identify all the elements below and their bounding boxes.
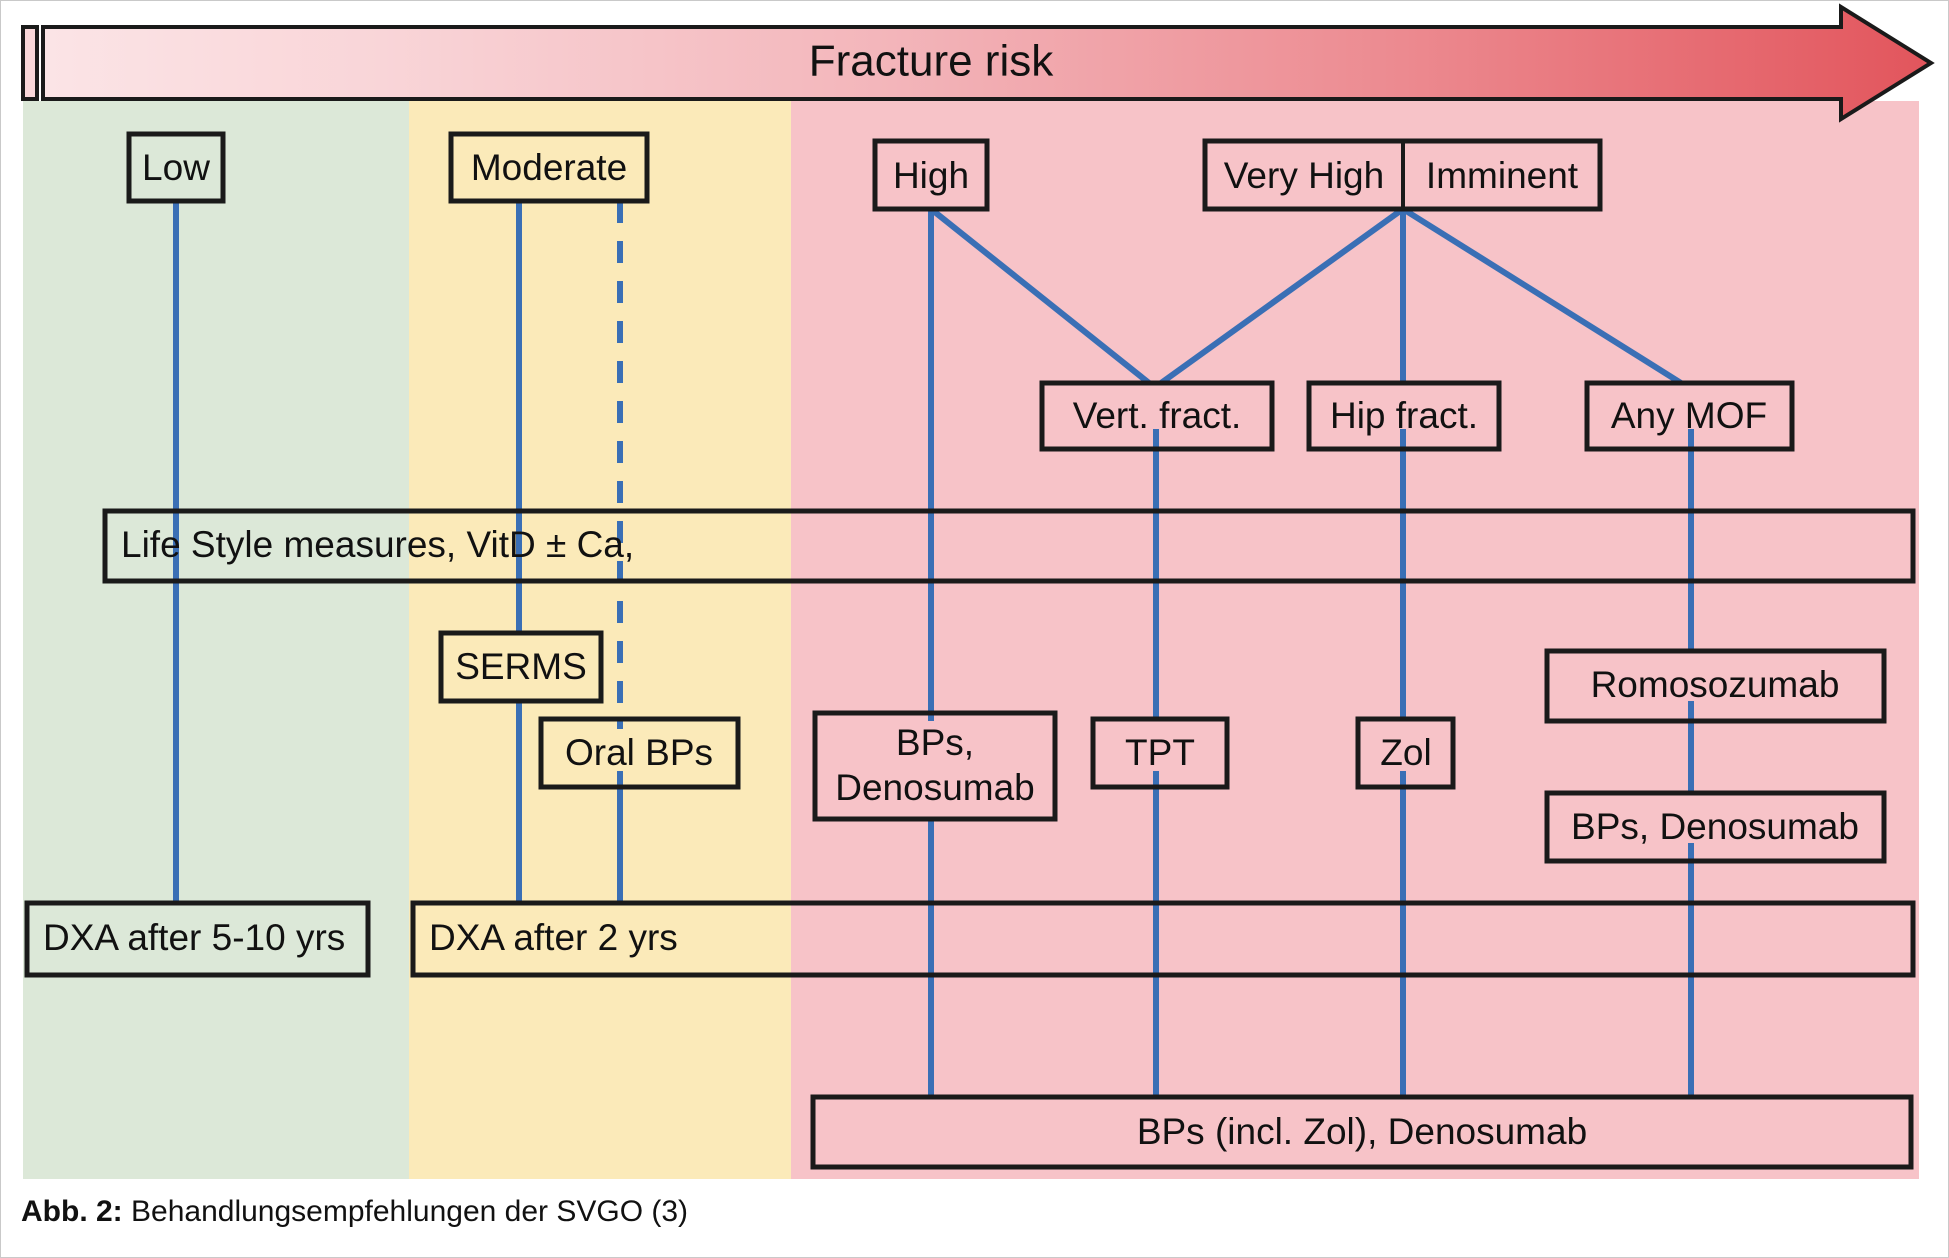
treatment-box-bps-denosumab-high-line2: Denosumab [835, 767, 1035, 808]
figure-caption-text: Behandlungsempfehlungen der SVGO (3) [122, 1195, 689, 1228]
treatment-box-bps-denosumab-mof[interactable]: BPs, Denosumab [1544, 790, 1887, 864]
dxa-low-bar-label: DXA after 5-10 yrs [43, 917, 345, 958]
fracture-box-vert-fract-label: Vert. fract. [1073, 395, 1242, 436]
treatment-box-oral-bps-rect[interactable] [538, 716, 741, 790]
treatment-box-tpt[interactable]: TPT [1090, 716, 1230, 790]
fracture-box-vert-fract-rect[interactable] [1039, 380, 1275, 452]
maintenance-bar-label: BPs (incl. Zol), Denosumab [1137, 1111, 1587, 1152]
fracture-box-hip-fract[interactable]: Hip fract. [1306, 380, 1502, 452]
risk-box-moderate-rect[interactable] [448, 131, 650, 204]
maintenance-bar: BPs (incl. Zol), Denosumab [810, 1094, 1914, 1170]
risk-box-low-label: Low [142, 147, 210, 188]
dxa-moderate-bar: DXA after 2 yrs [410, 900, 1916, 978]
arrow-shape [41, 3, 1935, 123]
lifestyle-bar: Life Style measures, VitD ± Ca, [102, 508, 1916, 584]
fracture-box-hip-fract-rect[interactable] [1306, 380, 1502, 452]
dxa-moderate-bar-box [410, 900, 1916, 978]
treatment-box-romosozumab[interactable]: Romosozumab [1544, 648, 1887, 724]
treatment-box-romosozumab-label: Romosozumab [1591, 664, 1840, 705]
lifestyle-bar-box [102, 508, 1916, 584]
risk-box-very-high-imminent[interactable]: Very High Imminent [1202, 138, 1603, 212]
treatment-box-bps-denosumab-high-line1: BPs, [896, 722, 974, 763]
treatment-box-serms[interactable]: SERMS [438, 630, 604, 704]
treatment-box-tpt-rect[interactable] [1090, 716, 1230, 790]
risk-box-low[interactable]: Low [126, 131, 226, 204]
connector-high-to-vert-fract [929, 206, 1151, 386]
figure-caption: Abb. 2: Behandlungsempfehlungen der SVGO… [21, 1195, 688, 1229]
lifestyle-bar-label: Life Style measures, VitD ± Ca, [121, 524, 634, 565]
treatment-box-zol[interactable]: Zol [1355, 716, 1456, 790]
connector-group [173, 201, 1694, 1097]
risk-box-high[interactable]: High [872, 138, 990, 212]
treatment-box-tpt-label: TPT [1125, 732, 1195, 773]
dxa-low-bar-box [24, 900, 371, 978]
fracture-box-any-mof-rect[interactable] [1584, 380, 1795, 452]
arrow-tail-bar [21, 25, 39, 101]
risk-box-very-high-label: Very High [1224, 155, 1384, 196]
risk-box-imminent-label: Imminent [1426, 155, 1579, 196]
fracture-box-vert-fract[interactable]: Vert. fract. [1039, 380, 1275, 452]
treatment-box-serms-label: SERMS [455, 646, 587, 687]
fracture-box-any-mof[interactable]: Any MOF [1584, 380, 1795, 452]
treatment-box-zol-rect[interactable] [1355, 716, 1456, 790]
treatment-box-serms-rect[interactable] [438, 630, 604, 704]
maintenance-bar-box [810, 1094, 1914, 1170]
risk-box-high-rect[interactable] [872, 138, 990, 212]
risk-box-high-label: High [893, 155, 969, 196]
connector-veryhigh-to-vert-fract [1159, 206, 1405, 386]
dxa-low-bar: DXA after 5-10 yrs [24, 900, 371, 978]
figure-caption-label: Abb. 2: [21, 1195, 123, 1228]
treatment-box-bps-denosumab-mof-label: BPs, Denosumab [1571, 806, 1859, 847]
fracture-box-hip-fract-label: Hip fract. [1330, 395, 1478, 436]
risk-box-moderate-label: Moderate [471, 147, 627, 188]
low-risk-band [23, 101, 409, 1179]
treatment-box-romosozumab-rect[interactable] [1544, 648, 1887, 724]
arrow-title: Fracture risk [809, 37, 1054, 86]
treatment-box-oral-bps[interactable]: Oral BPs [538, 716, 741, 790]
high-risk-band [791, 101, 1919, 1179]
risk-box-low-rect[interactable] [126, 131, 226, 204]
treatment-box-bps-denosumab-high-rect[interactable] [812, 710, 1058, 822]
fracture-box-any-mof-label: Any MOF [1611, 395, 1767, 436]
connector-imminent-to-any-mof [1401, 206, 1683, 386]
treatment-box-oral-bps-label: Oral BPs [565, 732, 713, 773]
dxa-moderate-bar-label: DXA after 2 yrs [429, 917, 678, 958]
treatment-box-bps-denosumab-high[interactable]: BPs, Denosumab [812, 710, 1058, 822]
treatment-box-bps-denosumab-mof-rect[interactable] [1544, 790, 1887, 864]
treatment-box-zol-label: Zol [1380, 732, 1431, 773]
risk-box-moderate[interactable]: Moderate [448, 131, 650, 204]
fracture-risk-arrow: Fracture risk [21, 3, 1935, 123]
